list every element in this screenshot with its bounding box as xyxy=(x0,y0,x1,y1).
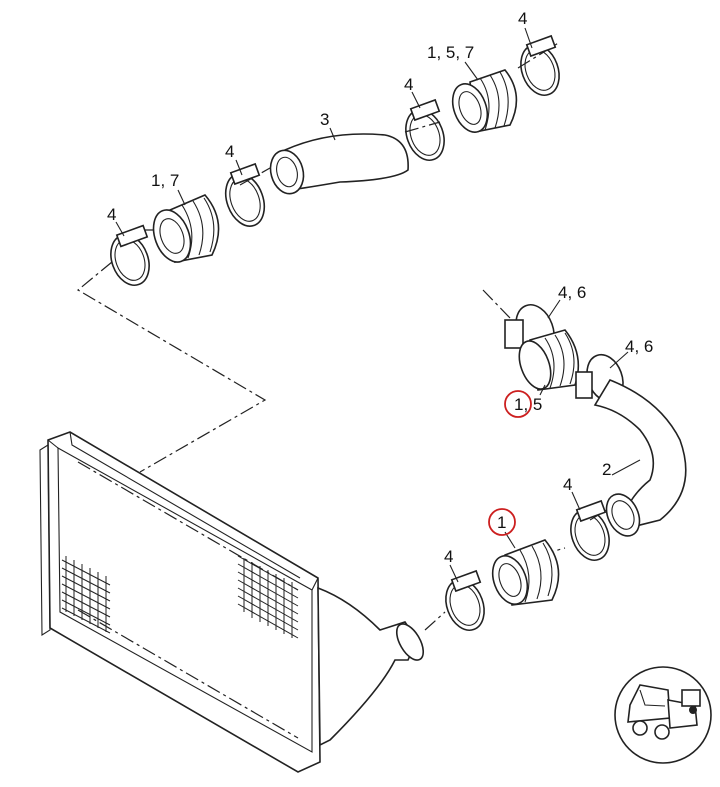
coupler-right-upper xyxy=(518,329,580,391)
callout-4-top: 4 xyxy=(518,9,527,28)
hose-2 xyxy=(593,379,687,537)
clamp-top-middle xyxy=(405,98,445,161)
clamp-left-upper xyxy=(224,162,266,227)
callout-labels: 4 1, 5, 7 4 3 4 1, 7 4 4, 6 4, 6 1, 5 2 … xyxy=(107,9,653,566)
callout-1-7: 1, 7 xyxy=(151,171,179,190)
clamp-left-lower xyxy=(110,224,150,286)
highlight-circle-1 xyxy=(488,508,516,536)
callout-4-left-upper: 4 xyxy=(225,142,234,161)
truck-front-view-icon xyxy=(614,666,712,764)
coupler-left xyxy=(152,194,220,263)
clamp-right-lower xyxy=(575,353,624,403)
clamp-top-right xyxy=(520,34,560,96)
clamp-lower-left xyxy=(445,569,485,631)
callout-1-5-7: 1, 5, 7 xyxy=(427,43,474,62)
highlight-circle-1-5 xyxy=(504,390,532,418)
callout-4-6-lower: 4, 6 xyxy=(625,337,653,356)
leader-lines xyxy=(115,27,641,583)
intercooler-radiator xyxy=(39,431,425,773)
callout-1-5: 1, 5 xyxy=(514,395,542,414)
callout-4-mid: 4 xyxy=(404,75,413,94)
callout-2: 2 xyxy=(602,460,611,479)
callout-4-lower-right: 4 xyxy=(563,475,572,494)
callout-1: 1 xyxy=(497,513,506,532)
clamp-lower-right xyxy=(570,499,610,561)
hose-3 xyxy=(269,133,409,195)
coupler-top-right xyxy=(451,69,518,133)
callout-4-left-lower: 4 xyxy=(107,205,116,224)
highlight-circles xyxy=(488,390,532,536)
callout-4-lower-left: 4 xyxy=(444,547,453,566)
callout-3: 3 xyxy=(320,110,329,129)
callout-4-6-upper: 4, 6 xyxy=(558,283,586,302)
coupler-lower xyxy=(491,539,560,606)
